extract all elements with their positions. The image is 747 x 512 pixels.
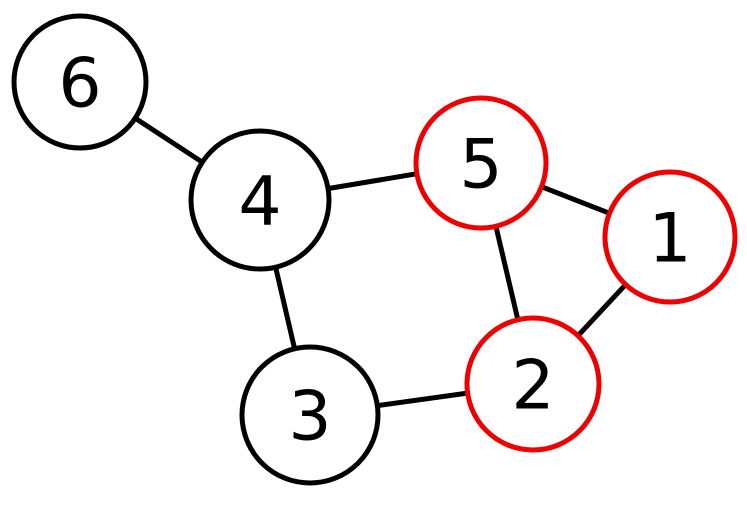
graph-edge-4-3 [272, 264, 298, 352]
graph-edge-5-1 [538, 183, 613, 217]
edge-layer [131, 114, 630, 409]
graph-edge-4-5 [325, 170, 420, 192]
node-label-6: 6 [58, 45, 101, 124]
node-circle-1[interactable] [602, 169, 738, 305]
node-circle-4[interactable] [188, 128, 332, 272]
node-label-1: 1 [648, 200, 691, 279]
node-label-3: 3 [288, 378, 331, 457]
graph-edge-3-2 [374, 390, 471, 409]
graph-node-4[interactable]: 4 [188, 128, 332, 272]
graph-node-2[interactable]: 2 [464, 315, 602, 453]
node-circle-3[interactable] [239, 344, 381, 486]
node-label-5: 5 [459, 126, 502, 205]
node-circle-6[interactable] [11, 13, 149, 151]
graph-edge-5-2 [492, 223, 521, 323]
graph-node-3[interactable]: 3 [239, 344, 381, 486]
graph-node-6[interactable]: 6 [11, 13, 149, 151]
node-label-2: 2 [511, 347, 554, 426]
graph-node-1[interactable]: 1 [602, 169, 738, 305]
graph-edge-6-4 [131, 114, 206, 166]
node-layer: 6 4 5 1 2 3 [11, 13, 738, 486]
graph-edge-1-2 [574, 281, 630, 340]
node-label-4: 4 [238, 163, 281, 242]
node-circle-5[interactable] [413, 95, 549, 231]
node-circle-2[interactable] [464, 315, 602, 453]
graph-node-5[interactable]: 5 [413, 95, 549, 231]
